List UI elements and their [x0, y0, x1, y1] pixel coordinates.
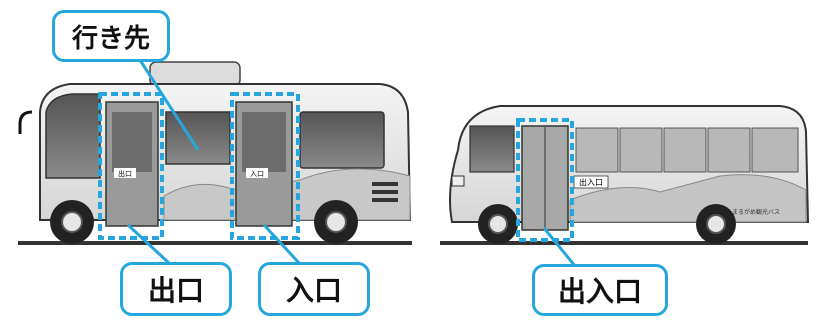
- right-door-highlight: [516, 118, 574, 242]
- rear-grille: [372, 182, 398, 202]
- entry-door-window: [242, 112, 286, 172]
- headlight: [451, 175, 465, 187]
- bus-side-text: まるがめ観光バス: [732, 208, 780, 216]
- roof-unit: [149, 61, 241, 87]
- exit-door-window: [112, 112, 152, 172]
- right-window-1: [575, 127, 619, 173]
- front-wheel-hub: [61, 211, 83, 233]
- right-window-5: [751, 127, 799, 173]
- rear-window: [299, 111, 385, 169]
- exit-callout: 出口: [120, 262, 232, 316]
- destination-window: [165, 111, 231, 165]
- exit-entry-leader: [542, 227, 577, 267]
- left-bus: 出口 入口: [18, 59, 412, 266]
- right-rear-wheel-hub: [706, 214, 726, 234]
- entry-door-label: 入口: [250, 170, 264, 178]
- destination-callout: 行き先: [52, 10, 170, 62]
- entry-door-highlight: [230, 92, 300, 240]
- exit-door-label: 出口: [118, 169, 132, 178]
- right-front-window: [469, 125, 515, 173]
- destination-leader: [138, 59, 200, 151]
- entry-door-sign: [246, 168, 268, 178]
- right-bus: 出入口 まるがめ観光バス: [449, 105, 810, 267]
- entry-callout: 入口: [258, 262, 370, 316]
- side-mirror: [18, 110, 33, 134]
- exit-entry-callout: 出入口: [532, 264, 668, 316]
- rear-wheel-hub: [325, 211, 347, 233]
- right-front-wheel-hub: [488, 214, 508, 234]
- exit-door-sign: [114, 168, 136, 178]
- right-window-2: [619, 127, 663, 173]
- exit-door-highlight: [98, 92, 164, 240]
- right-scenery-decal: [569, 174, 807, 223]
- right-window-4: [707, 127, 751, 173]
- right-door-label: 出入口: [579, 177, 603, 187]
- front-windshield: [45, 93, 101, 179]
- right-window-3: [663, 127, 707, 173]
- entry-leader: [262, 223, 302, 266]
- exit-leader: [126, 223, 172, 266]
